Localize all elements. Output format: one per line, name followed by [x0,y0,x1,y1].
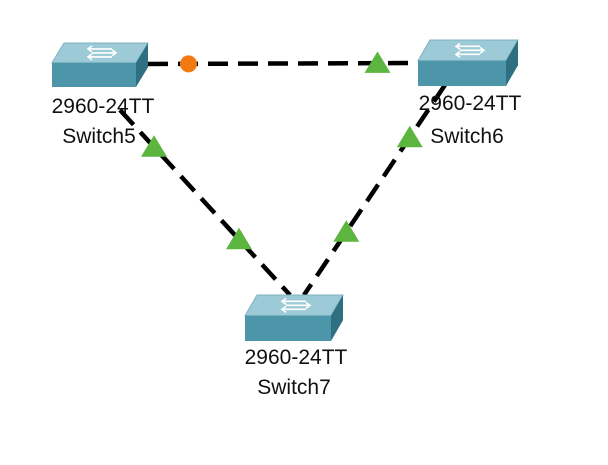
switch-arrow-head [86,53,93,61]
switch5-model-label: 2960-24TT [51,95,155,118]
link-sw6-sw7[interactable] [302,83,447,297]
switch-arrow-head [454,50,461,58]
switch5-network-switch-icon[interactable] [51,42,149,87]
switch7-name-label: Switch7 [257,376,331,399]
switches-layer [51,39,519,341]
switch-side-face [331,295,343,341]
switch-arrow-head [454,42,461,50]
switch5-name-label: Switch5 [62,125,136,148]
status-markers-layer [141,51,423,250]
switch-front-face [245,315,331,341]
green-triangle-icon [333,220,360,242]
green-triangle-icon [226,227,252,250]
switch-arrow-head [280,297,287,305]
switch-side-face [136,43,148,87]
switch-front-face [52,62,136,87]
switch7-network-switch-icon[interactable] [244,294,344,341]
switch-front-face [418,60,506,86]
green-triangle-icon [141,135,167,157]
switch-arrow-head [479,46,486,54]
switch6-network-switch-icon[interactable] [417,39,519,86]
links-layer [118,60,447,297]
switch7-model-label: 2960-24TT [244,346,348,369]
green-triangle-icon [396,125,423,148]
switch-arrow-head [111,49,118,57]
switch6-model-label: 2960-24TT [418,92,522,115]
switch-side-face [506,40,518,86]
switch-arrow-head [280,305,287,313]
orange-circle-icon [180,55,197,73]
green-triangle-icon [364,51,391,73]
switch6-name-label: Switch6 [430,125,504,148]
link-sw5-sw7[interactable] [118,108,292,297]
switch-arrow-head [305,301,312,309]
switch-arrow-head [86,45,93,53]
